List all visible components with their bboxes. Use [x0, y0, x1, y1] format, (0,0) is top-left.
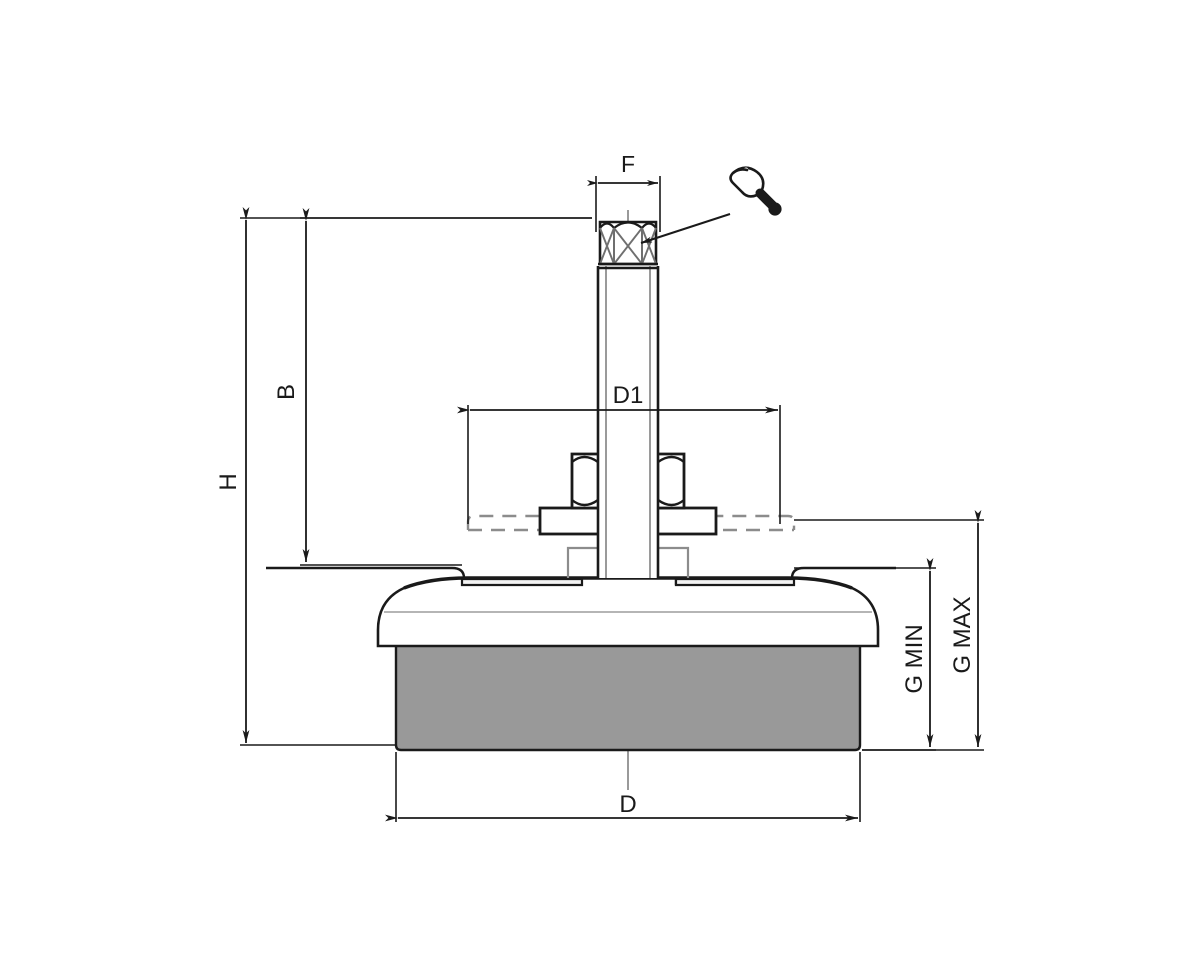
dimension-F: F — [587, 151, 661, 232]
dimension-label-B: B — [273, 384, 300, 400]
dimension-B: B — [273, 208, 592, 566]
dimension-label-H: H — [215, 473, 242, 490]
wrench-icon — [729, 166, 782, 216]
dimension-label-D: D — [619, 791, 636, 818]
dimension-label-G-MAX: G MAX — [949, 596, 976, 673]
dimension-label-G-MIN: G MIN — [901, 624, 928, 693]
dimension-D: D — [385, 752, 861, 822]
central-hub — [566, 546, 690, 578]
housing-top-seat — [460, 577, 796, 587]
dimension-G-MIN: G MIN — [794, 558, 936, 751]
dimension-D1: D1 — [457, 382, 781, 524]
dimension-label-D1: D1 — [613, 382, 644, 409]
hex-adjusting-nut — [598, 220, 658, 266]
threaded-stud — [596, 266, 660, 578]
dimension-G-MAX: G MAX — [794, 510, 984, 751]
rubber-pad — [394, 643, 862, 752]
dimension-label-F: F — [621, 151, 635, 177]
metal-base-housing — [376, 576, 880, 648]
wrench-callout — [640, 166, 782, 244]
